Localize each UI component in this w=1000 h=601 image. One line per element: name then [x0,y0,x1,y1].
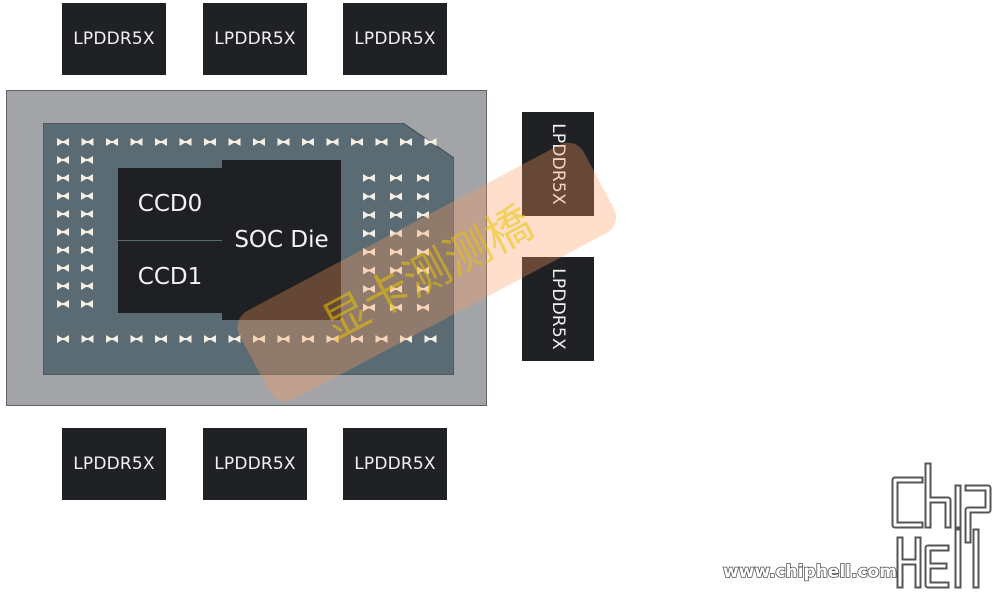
soc-die-label: SOC Die [234,227,329,253]
ccd0-label: CCD0 [137,191,203,217]
ccd1-die: CCD1 [118,241,222,313]
lpddr5x-chip-top-2: LPDDR5X [203,3,307,75]
lpddr5x-chip-bottom-3: LPDDR5X [343,428,447,500]
lpddr5x-chip-top-1: LPDDR5X [62,3,166,75]
chip-label: LPDDR5X [73,454,155,474]
site-watermark-url: www.chiphell.com [723,562,897,582]
chip-label: LPDDR5X [73,29,155,49]
chip-label: LPDDR5X [354,454,436,474]
ccd1-label: CCD1 [137,264,203,290]
chip-label: LPDDR5X [214,454,296,474]
ccd0-die: CCD0 [118,168,222,240]
chiphell-logo-inner [893,464,990,587]
chip-label: LPDDR5X [214,29,296,49]
lpddr5x-chip-side-2: LPDDR5X [522,257,594,361]
lpddr5x-chip-bottom-1: LPDDR5X [62,428,166,500]
lpddr5x-chip-bottom-2: LPDDR5X [203,428,307,500]
lpddr5x-chip-top-3: LPDDR5X [343,3,447,75]
chip-label: LPDDR5X [354,29,436,49]
lpddr5x-chip-side-1: LPDDR5X [522,112,594,216]
soc-die: SOC Die [222,160,341,320]
